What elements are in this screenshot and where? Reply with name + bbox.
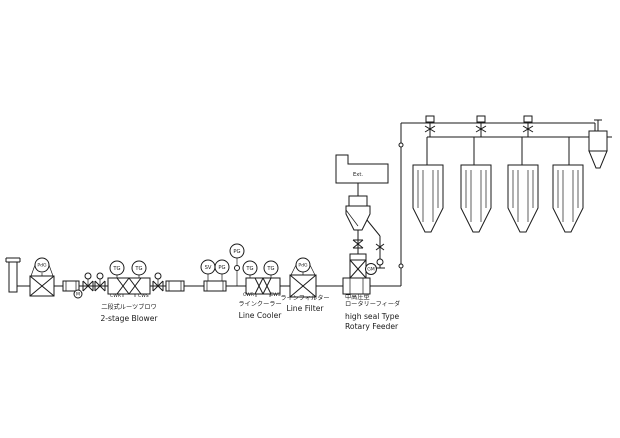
silo-1	[412, 137, 444, 233]
tg-4-label: TG	[266, 266, 274, 272]
pressure-differential-gauge-filter: PdG	[290, 257, 316, 276]
check-valve-1	[82, 272, 94, 292]
diverter-valve-1	[424, 115, 436, 137]
feeder-label-jp-1: 中高圧型	[345, 293, 370, 301]
filter-label-jp: ラインフィルター	[280, 294, 329, 302]
two-stage-blower	[107, 277, 151, 297]
temperature-gauge-4: TG	[263, 260, 279, 278]
diverter-valve-3	[522, 115, 534, 137]
gm-label: GM	[367, 267, 375, 273]
pg-2-label: PG	[233, 249, 240, 255]
line-cooler	[245, 277, 281, 297]
gear-motor: GM	[365, 263, 377, 275]
cooler-label-en: Line Cooler	[239, 311, 283, 320]
safety-valve: SV	[200, 259, 216, 281]
pressure-gauge-1: PG	[214, 259, 230, 281]
vent-line	[366, 219, 385, 269]
feed-hopper	[345, 195, 371, 254]
cyclone-separator	[588, 119, 612, 169]
suction-filter	[29, 273, 55, 297]
pressure-gauge-2: PG	[229, 243, 245, 286]
tg-2-label: TG	[134, 266, 142, 272]
feeder-label-en-2: Rotary Feeder	[345, 322, 399, 331]
blower-motor: M	[73, 289, 83, 299]
tg-1-label: TG	[112, 266, 120, 272]
sv-label: SV	[205, 265, 212, 271]
motor-label: M	[76, 292, 80, 298]
ext-label: Ext.	[353, 172, 363, 178]
temperature-gauge-2: TG	[131, 260, 147, 278]
pg-1-label: PG	[218, 265, 225, 271]
filter-label-en: Line Filter	[286, 304, 324, 313]
check-valve-3	[152, 272, 164, 292]
rotary-feeder	[342, 253, 371, 295]
pdg-filter-label: PdG	[298, 263, 308, 269]
cws-cooler-label: CWS	[270, 292, 281, 298]
diverter-valve-2	[475, 115, 487, 137]
pdg-blower-label: PdG	[37, 263, 47, 269]
silencer-1	[62, 280, 80, 292]
blower-label-jp: 二段式ルーツブロワ	[101, 303, 157, 311]
temperature-gauge-1: TG	[109, 260, 125, 278]
silo-3	[507, 137, 539, 233]
exhaust-box: Ext.	[335, 154, 389, 196]
check-valve-2	[94, 272, 106, 292]
silo-2	[460, 137, 492, 233]
slide-gate-valve	[352, 239, 364, 249]
cooler-label-jp: ラインクーラー	[238, 301, 281, 308]
temperature-gauge-3: TG	[242, 260, 258, 278]
tg-3-label: TG	[245, 266, 253, 272]
cwr-cooler-label: CWR	[243, 292, 255, 298]
cwr-blower-label: CWR	[110, 293, 122, 299]
main-air-line	[5, 122, 600, 293]
feeder-label-jp-2: ロータリーフィーダ	[345, 300, 400, 308]
feeder-label-en-1: high seal Type	[345, 312, 400, 321]
silo-4	[552, 137, 584, 233]
blower-label-en: 2-stage Blower	[100, 314, 158, 323]
cws-blower-label: CWS	[138, 293, 149, 299]
relief-valve-body	[203, 280, 227, 292]
silencer-2	[165, 280, 185, 292]
pressure-differential-gauge-blower: PdG	[30, 257, 54, 277]
air-intake-silencer	[5, 257, 21, 293]
line-filter	[289, 272, 317, 298]
